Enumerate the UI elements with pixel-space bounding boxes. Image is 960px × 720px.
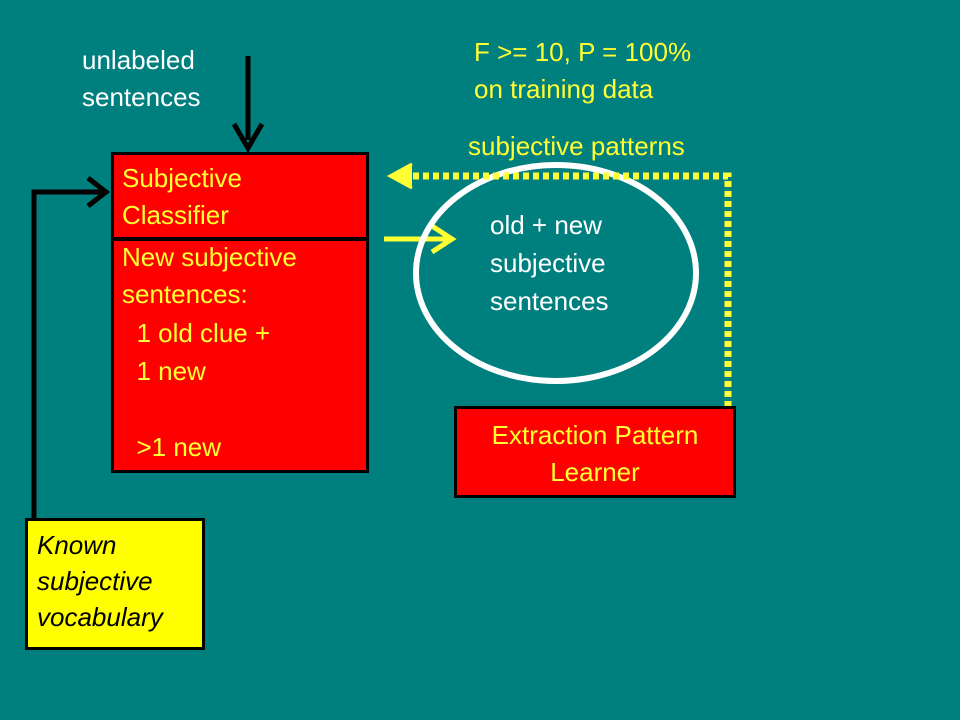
pool-line2: subjective [490,248,606,278]
patterns-label: subjective patterns [468,131,685,161]
threshold-line1: F >= 10, P = 100% [474,37,692,67]
classifier-title-line1: Subjective [122,163,242,193]
pool-line1: old + new [490,210,603,240]
vocabulary-box: Known subjective vocabulary [25,518,205,650]
classifier-body-line1: New subjective [122,242,297,272]
learner-box: Extraction Pattern Learner [454,406,736,498]
input-label-line2: sentences [82,82,201,112]
classifier-title-box: Subjective Classifier [111,152,369,240]
input-label-line1: unlabeled [82,45,195,75]
feedback-dotted-arrow [386,162,732,407]
sentence-pool-ellipse [413,162,699,384]
classifier-body-box: New subjective sentences: 1 old clue + 1… [111,238,369,473]
vocabulary-line1: Known [37,530,117,560]
threshold-line2: on training data [474,74,654,104]
vocabulary-arrow [31,176,111,520]
input-arrow [231,56,265,153]
classifier-body-line5: >1 new [122,432,222,462]
classifier-title-line2: Classifier [122,200,229,230]
pool-line3: sentences [490,286,609,316]
classifier-body-line4: 1 new [122,356,206,386]
classifier-body-line2: sentences: [122,279,248,309]
classifier-body-line3: 1 old clue + [122,318,271,348]
output-arrow [384,223,457,255]
learner-line1: Extraction Pattern [491,420,699,450]
vocabulary-line3: vocabulary [37,602,163,632]
vocabulary-line2: subjective [37,566,153,596]
learner-line2: Learner [550,457,640,487]
